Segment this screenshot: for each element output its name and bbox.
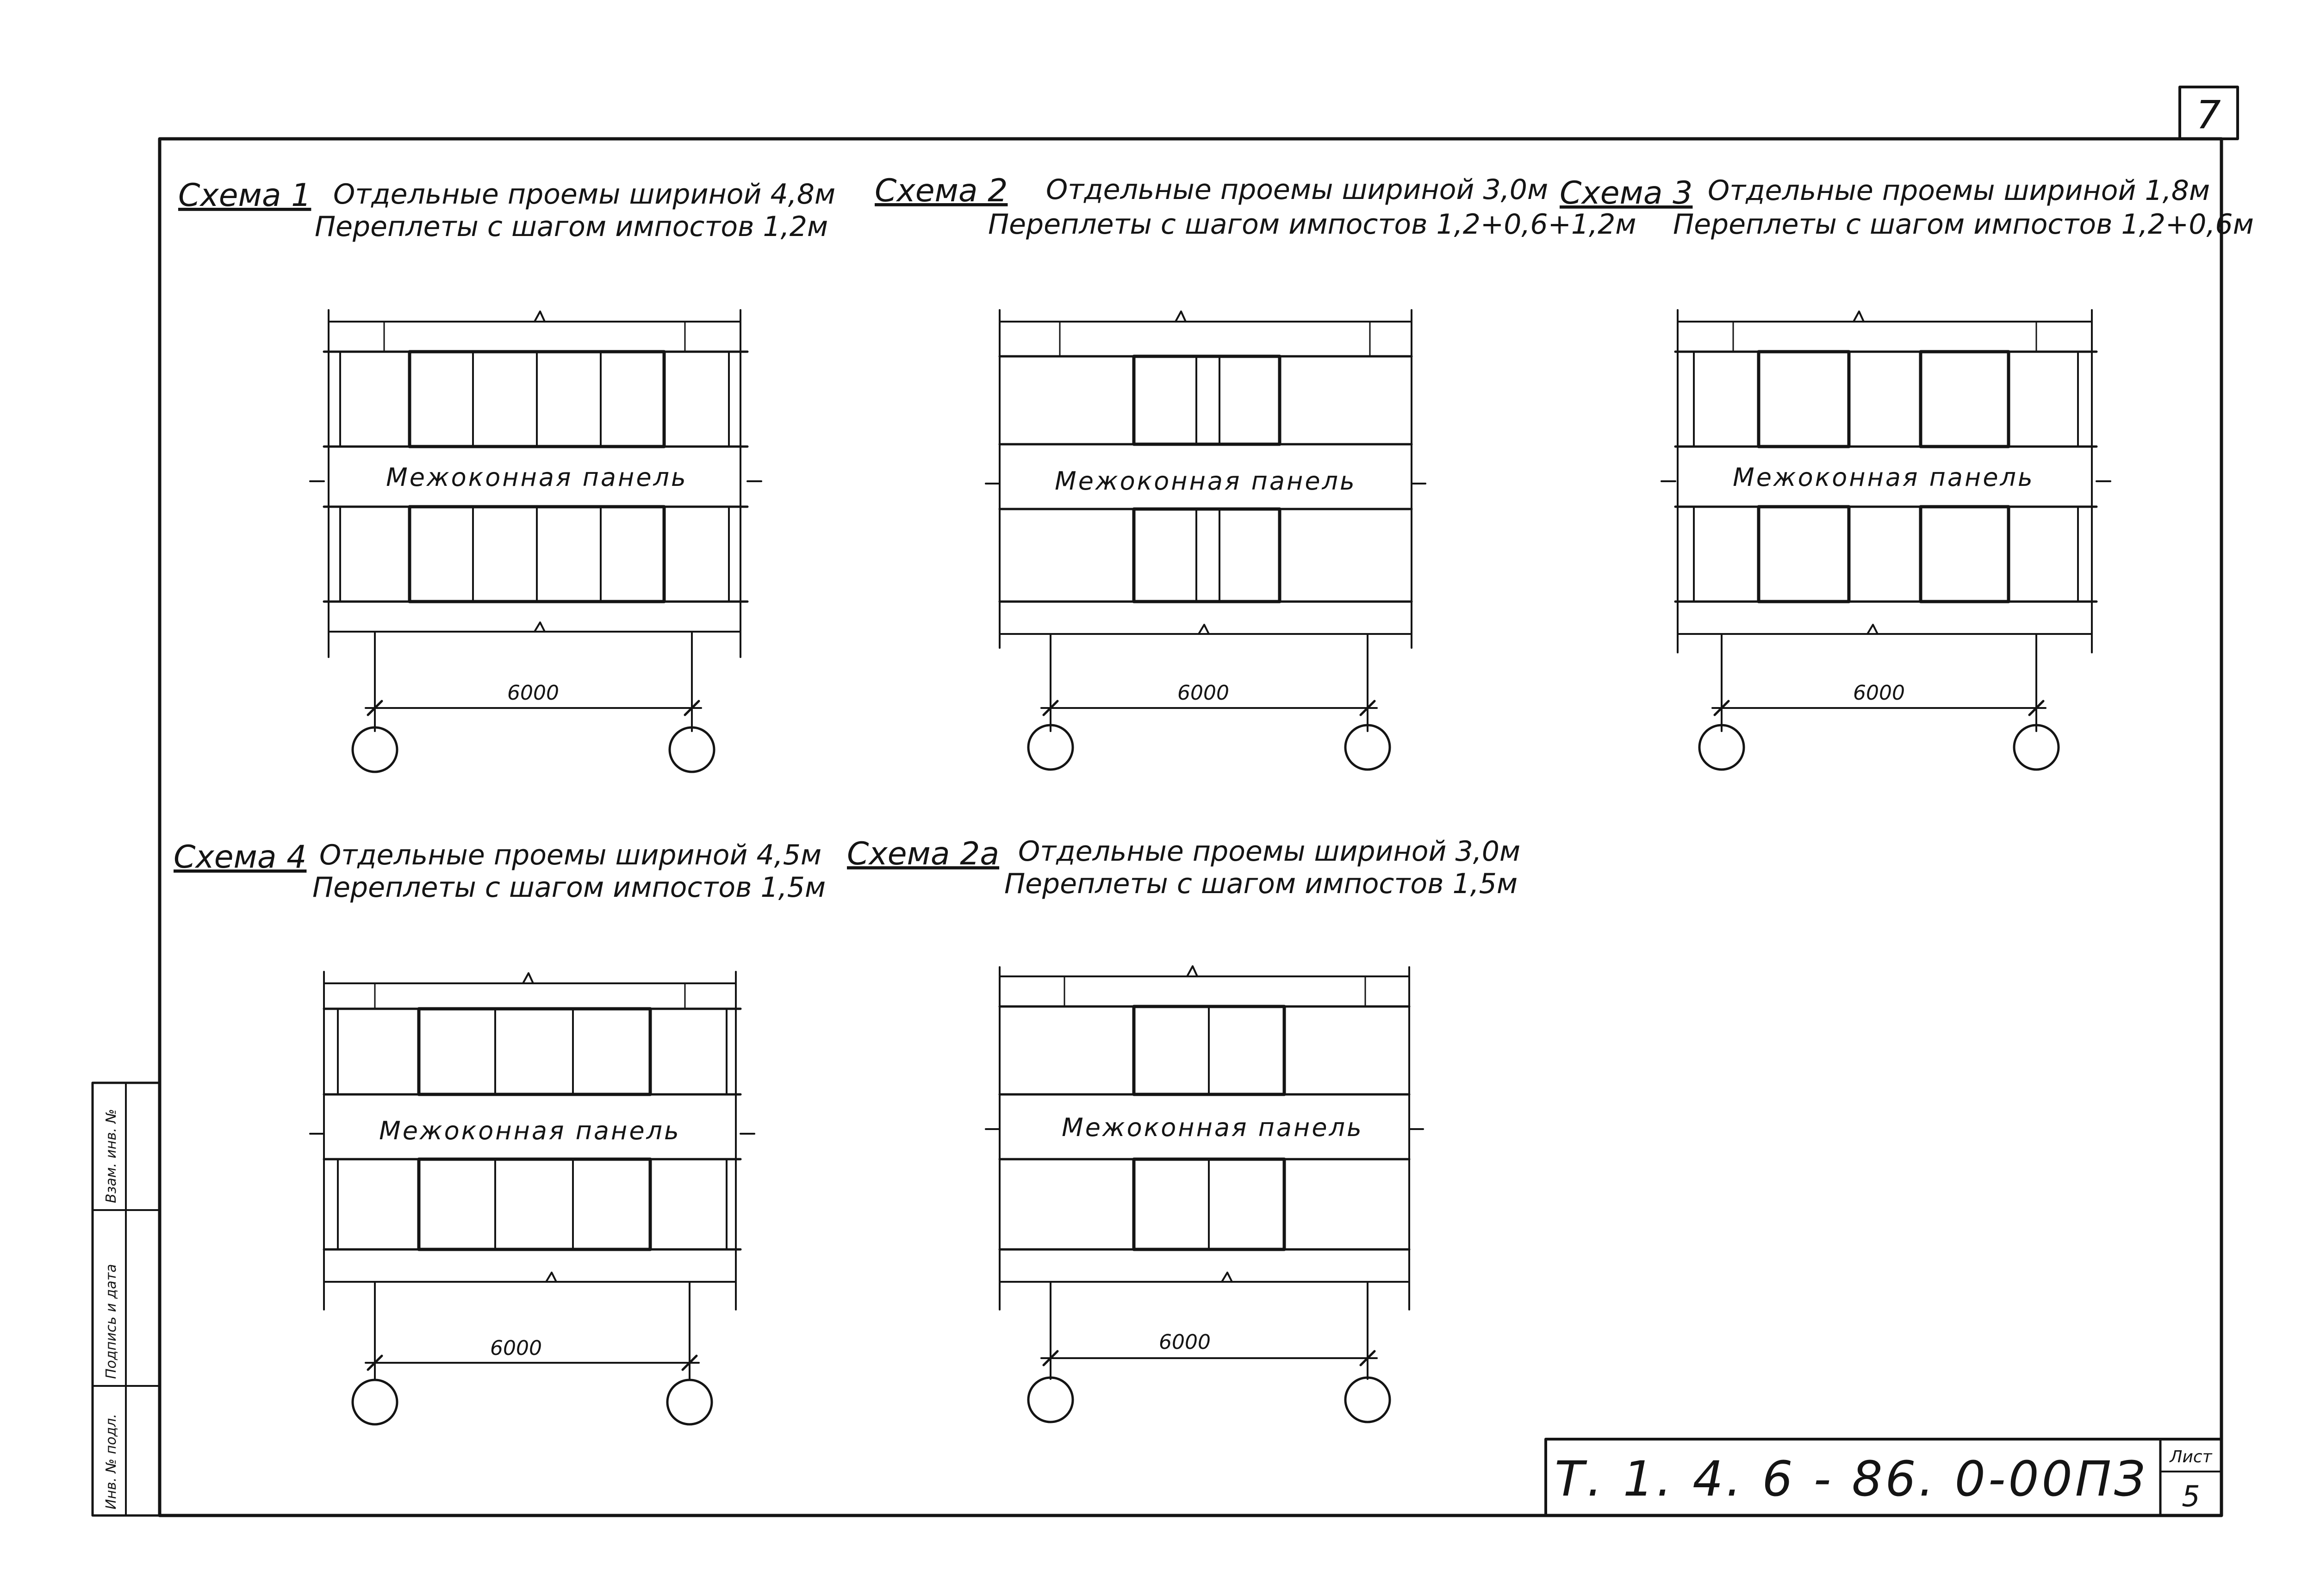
- scheme-1: Схема 1 Отдельные проемы шириной 4,8м Пе…: [178, 177, 835, 773]
- scheme-4-wall-drawing: Межоконная панель: [309, 971, 755, 1310]
- scheme-2a-dimension: 6000: [1027, 1281, 1391, 1423]
- scheme-2a-line1: Отдельные проемы шириной 3,0м: [1018, 835, 1520, 868]
- side-stamp: Инв. № подл. Подпись и дата Взам. инв. №: [91, 1081, 161, 1517]
- scheme-4-panel-label: Межоконная панель: [379, 1116, 681, 1145]
- scheme-4-axis-bubble-left: [351, 1379, 398, 1426]
- sheet-label: Лист: [2169, 1447, 2212, 1466]
- scheme-2-dimension-value: 6000: [1177, 681, 1229, 705]
- scheme-1-line1: Отдельные проемы шириной 4,8м: [333, 178, 835, 211]
- scheme-3-axis-bubble-right: [2013, 724, 2060, 771]
- stamp-inv-number: Инв. № подл.: [103, 1414, 119, 1509]
- scheme-3: Схема 3 Отдельные проемы шириной 1,8м Пе…: [1560, 174, 2254, 771]
- scheme-4-axis-bubble-right: [666, 1379, 713, 1426]
- scheme-2-wall-drawing: Межоконная панель: [985, 309, 1426, 649]
- scheme-1-dimension-value: 6000: [507, 681, 559, 705]
- scheme-4-line2: Переплеты с шагом импостов 1,5м: [312, 871, 826, 904]
- scheme-2a-axis-bubble-left: [1027, 1376, 1074, 1423]
- scheme-2a-axis-bubble-right: [1344, 1376, 1391, 1423]
- scheme-4-dimension: 6000: [351, 1281, 713, 1426]
- scheme-2-axis-bubble-left: [1027, 724, 1074, 771]
- scheme-1-line2: Переплеты с шагом импостов 1,2м: [315, 211, 828, 243]
- scheme-4-line1: Отдельные проемы шириной 4,5м: [319, 839, 821, 871]
- drawing-frame: [158, 137, 2223, 1517]
- scheme-2a-title: Схема 2а: [847, 836, 999, 872]
- scheme-2-title: Схема 2: [875, 173, 1008, 209]
- document-code: Т. 1. 4. 6 - 86. 0-00ПЗ: [1555, 1451, 2147, 1507]
- sheet-page: 5: [2182, 1479, 2200, 1513]
- scheme-3-line1: Отдельные проемы шириной 1,8м: [1708, 174, 2210, 207]
- scheme-4-title: Схема 4: [174, 839, 306, 876]
- scheme-3-wall-drawing: Межоконная панель: [1661, 309, 2111, 653]
- scheme-2a-dimension-value: 6000: [1159, 1330, 1211, 1354]
- scheme-2a-wall-drawing: Межоконная панель: [985, 965, 1424, 1310]
- scheme-2-line2: Переплеты с шагом импостов 1,2+0,6+1,2м: [988, 208, 1636, 241]
- scheme-2a: Схема 2а Отдельные проемы шириной 3,0м П…: [847, 835, 1520, 1423]
- scheme-3-line2: Переплеты с шагом импостов 1,2+0,6м: [1673, 208, 2254, 241]
- scheme-2-dimension: 6000: [1027, 633, 1391, 771]
- title-block: Т. 1. 4. 6 - 86. 0-00ПЗ Лист 5: [1544, 1438, 2223, 1517]
- stamp-replaced-inv: Взам. инв. №: [103, 1109, 119, 1203]
- scheme-3-dimension-value: 6000: [1853, 681, 1905, 705]
- scheme-2-panel-label: Межоконная панель: [1055, 466, 1356, 496]
- scheme-1-dimension: 6000: [351, 631, 715, 773]
- scheme-2a-panel-label: Межоконная панель: [1062, 1113, 1363, 1142]
- scheme-3-dimension: 6000: [1698, 633, 2060, 771]
- scheme-1-axis-bubble-right: [668, 726, 715, 773]
- scheme-4-dimension-value: 6000: [490, 1336, 542, 1360]
- scheme-1-panel-label: Межоконная панель: [386, 463, 688, 492]
- scheme-2-axis-bubble-right: [1344, 724, 1391, 771]
- scheme-1-wall-drawing: Межоконная панель: [309, 309, 762, 658]
- scheme-3-axis-bubble-left: [1698, 724, 1745, 771]
- sheet-number-box: 7: [2178, 86, 2239, 140]
- sheet-number: 7: [2196, 92, 2221, 137]
- stamp-signature-date: Подпись и дата: [103, 1264, 119, 1379]
- scheme-1-axis-bubble-left: [351, 726, 398, 773]
- scheme-4: Схема 4 Отдельные проемы шириной 4,5м Пе…: [174, 839, 826, 1426]
- scheme-2: Схема 2 Отдельные проемы шириной 3,0м Пе…: [875, 173, 1636, 771]
- scheme-3-title: Схема 3: [1560, 175, 1692, 211]
- scheme-1-title: Схема 1: [178, 177, 311, 214]
- scheme-2-line1: Отдельные проемы шириной 3,0м: [1046, 174, 1548, 206]
- scheme-2a-line2: Переплеты с шагом импостов 1,5м: [1004, 868, 1518, 900]
- scheme-3-panel-label: Межоконная панель: [1733, 463, 2034, 492]
